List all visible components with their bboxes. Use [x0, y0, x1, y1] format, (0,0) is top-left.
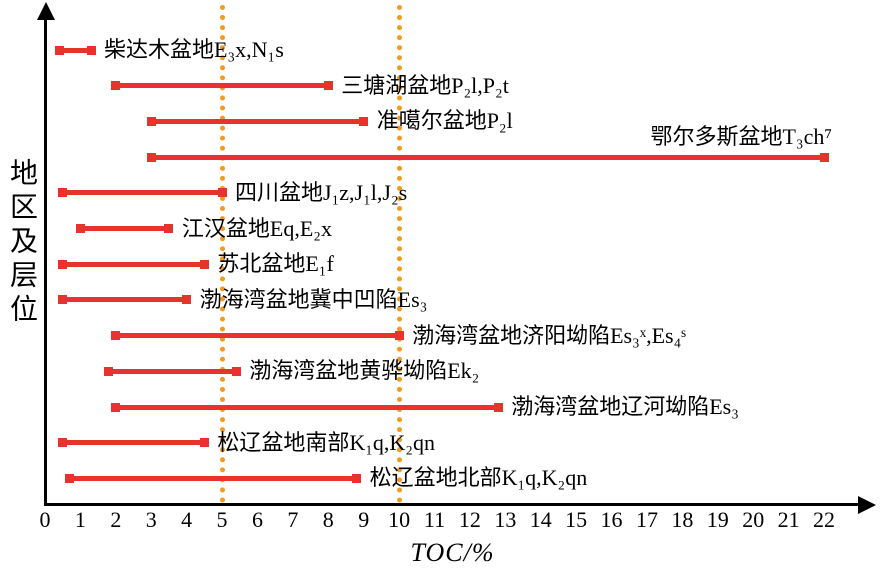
bar-endpoint-icon: [199, 438, 209, 448]
x-tick-label: 1: [74, 507, 86, 532]
x-tick-label: 16: [600, 507, 623, 532]
x-tick-label: 0: [39, 507, 51, 532]
series-label: 松辽盆地北部K₁q,K₂qn: [369, 465, 588, 491]
x-tick-label: 21: [777, 507, 800, 532]
series-label: 准噶尔盆地P₂l: [376, 108, 513, 134]
bar-line: [111, 333, 404, 339]
bar-endpoint-icon: [182, 295, 192, 305]
series-label: 柴达木盆地E₃x,N₁s: [104, 37, 284, 62]
x-tick-label: 15: [565, 507, 588, 532]
reference-line: [219, 5, 225, 503]
y-axis-line: [44, 14, 47, 506]
bar-endpoint-icon: [819, 152, 829, 162]
x-tick-label: 14: [529, 507, 552, 532]
bar-endpoint-icon: [111, 81, 121, 91]
bar-endpoint-icon: [164, 224, 174, 233]
range-bar: [58, 188, 227, 198]
bar-endpoint-icon: [359, 116, 369, 126]
bar-endpoint-icon: [199, 259, 209, 269]
range-bar: [146, 152, 829, 162]
bar-endpoint-icon: [111, 331, 121, 341]
range-bar: [146, 116, 369, 126]
bar-endpoint-icon: [54, 45, 64, 55]
bar-line: [75, 226, 174, 231]
x-tick-label: 10: [388, 507, 411, 532]
bar-line: [146, 154, 829, 160]
x-tick-label: 12: [458, 507, 481, 532]
series-label: 渤海湾盆地冀中凹陷Es₃: [199, 286, 428, 312]
bar-line: [58, 297, 192, 303]
x-tick-label: 18: [671, 507, 694, 532]
series-label: 江汉盆地Eq,E₂x: [181, 215, 332, 241]
bar-endpoint-icon: [323, 81, 333, 91]
bar-line: [58, 190, 227, 196]
series-label: 三塘湖盆地P₂l,P₂t: [341, 72, 509, 98]
series-label: 四川盆地J₁z,J₁l,J₂s: [235, 179, 408, 205]
x-tick-label: 11: [423, 507, 446, 532]
range-bar: [111, 331, 404, 341]
x-tick-label: 7: [287, 507, 299, 532]
x-tick-label: 4: [181, 507, 193, 532]
bar-endpoint-icon: [394, 331, 404, 341]
range-bar: [65, 473, 362, 483]
bar-line: [146, 118, 369, 124]
bar-endpoint-icon: [352, 473, 362, 483]
x-tick-label: 13: [494, 507, 517, 532]
bar-line: [65, 475, 362, 481]
range-bar: [58, 438, 209, 448]
x-tick-label: 9: [358, 507, 370, 532]
x-axis-title: TOC/%: [410, 538, 495, 567]
x-tick-label: 2: [110, 507, 122, 532]
range-bar: [111, 402, 503, 412]
bar-endpoint-icon: [146, 152, 156, 162]
bar-endpoint-icon: [58, 259, 68, 269]
bar-endpoint-icon: [231, 366, 241, 376]
bar-endpoint-icon: [111, 402, 121, 412]
range-bar: [104, 366, 241, 376]
x-tick-label: 22: [813, 507, 836, 532]
x-tick-label: 3: [145, 507, 157, 532]
series-label: 鄂尔多斯盆地T₃ch⁷: [650, 124, 833, 150]
bar-line: [58, 261, 209, 267]
reference-line: [396, 5, 402, 503]
bar-line: [54, 47, 96, 53]
x-axis-arrow-icon: [858, 496, 876, 514]
series-label: 渤海湾盆地辽河坳陷Es₃: [511, 394, 739, 419]
bar-endpoint-icon: [65, 473, 75, 483]
range-bar: [75, 224, 174, 233]
bar-endpoint-icon: [493, 402, 503, 412]
x-tick-label: 8: [322, 507, 334, 532]
range-bar: [58, 259, 209, 269]
y-axis-arrow-icon: [37, 2, 55, 20]
bar-line: [58, 440, 209, 446]
x-tick-label: 17: [635, 507, 658, 532]
bar-endpoint-icon: [217, 188, 227, 198]
x-tick-label: 20: [742, 507, 765, 532]
bar-endpoint-icon: [75, 224, 85, 233]
x-tick-label: 5: [216, 507, 228, 532]
bar-line: [104, 368, 241, 374]
series-label: 渤海湾盆地济阳坳陷Es₃ˣ,Es₄ˢ: [412, 322, 686, 348]
bar-line: [111, 83, 333, 89]
range-bar: [58, 295, 192, 305]
bar-endpoint-icon: [104, 366, 114, 376]
bar-endpoint-icon: [146, 116, 156, 126]
bar-endpoint-icon: [58, 295, 68, 305]
bar-endpoint-icon: [58, 188, 68, 198]
x-tick-label: 19: [706, 507, 729, 532]
bar-line: [111, 404, 503, 410]
range-bar: [111, 81, 333, 91]
y-axis-title: 地区及层位: [6, 158, 37, 328]
series-label: 苏北盆地E₁f: [217, 251, 334, 277]
range-bar: [54, 45, 96, 55]
series-label: 松辽盆地南部K₁q,K₂qn: [217, 429, 435, 455]
x-tick-label: 6: [251, 507, 263, 532]
bar-endpoint-icon: [58, 438, 68, 448]
series-label: 渤海湾盆地黄骅坳陷Ek₂: [249, 358, 480, 384]
bar-endpoint-icon: [86, 45, 96, 55]
x-axis-line: [44, 503, 862, 506]
